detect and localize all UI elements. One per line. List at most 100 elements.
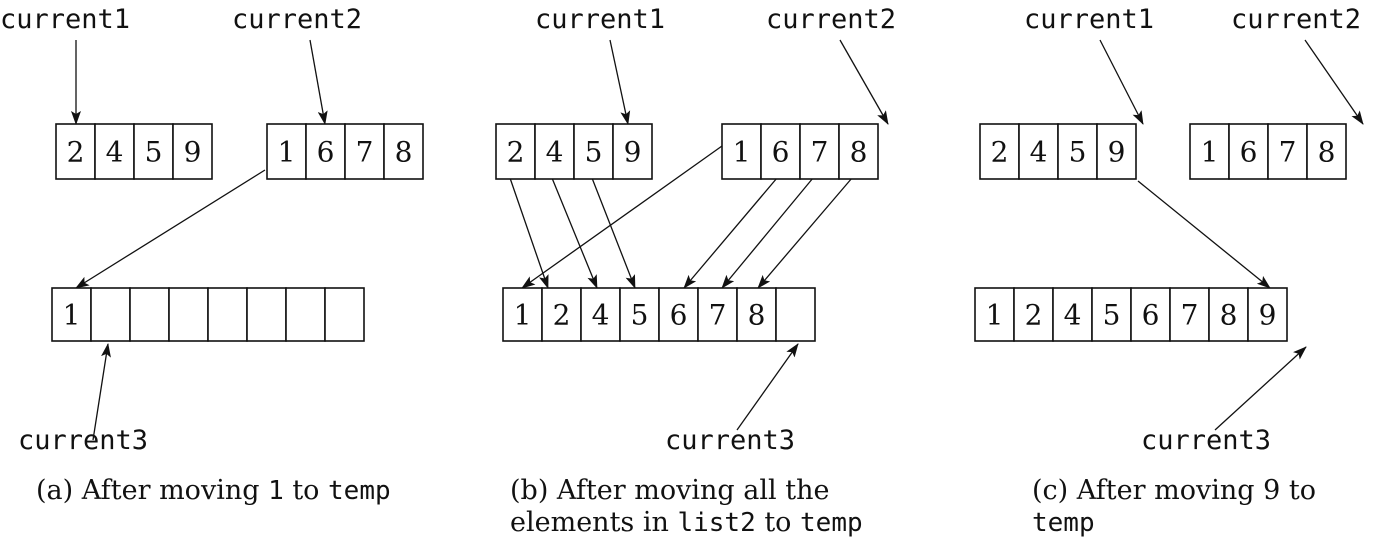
list1-cell-value: 4 xyxy=(546,136,564,169)
list1-cell-value: 9 xyxy=(1108,136,1126,169)
list1-cell-value: 2 xyxy=(991,136,1009,169)
temp-array: 1 xyxy=(51,287,365,342)
pointer-arrow xyxy=(736,343,799,431)
temp-cell xyxy=(736,287,777,342)
temp-cell xyxy=(285,287,326,342)
current3-label: current3 xyxy=(665,425,795,456)
temp-cell xyxy=(1052,287,1093,342)
temp-cell-value: 9 xyxy=(1259,299,1277,332)
temp-cell xyxy=(129,287,170,342)
list1-cell xyxy=(94,123,135,180)
list1-cell xyxy=(55,123,96,180)
caption-segment: temp xyxy=(1032,508,1095,538)
current2-label: current2 xyxy=(1231,4,1361,35)
pointer-arrow xyxy=(75,169,266,289)
list2-cell-value: 6 xyxy=(1240,136,1258,169)
current1-label: current1 xyxy=(535,4,665,35)
pointer-arrow xyxy=(721,177,814,289)
pointer-arrow xyxy=(683,177,778,289)
pointer-arrow xyxy=(521,145,723,289)
temp-cell-value: 2 xyxy=(1025,299,1043,332)
list2-cell-value: 7 xyxy=(356,136,374,169)
list1-cell xyxy=(133,123,174,180)
pointer-arrow xyxy=(509,177,549,289)
list2-cell-value: 8 xyxy=(1318,136,1336,169)
pointer-arrow xyxy=(1137,180,1271,289)
pointer-arrow xyxy=(591,177,636,289)
list2-cell-value: 8 xyxy=(395,136,413,169)
current3-label: current3 xyxy=(1141,425,1271,456)
caption-line: (b) After moving all the xyxy=(510,475,829,506)
list1-cell-value: 2 xyxy=(507,136,525,169)
list1-cell xyxy=(1096,123,1137,180)
temp-cell-value: 5 xyxy=(631,299,649,332)
list2-cell-value: 8 xyxy=(850,136,868,169)
list1-cell-value: 2 xyxy=(67,136,85,169)
caption-line: (a) After moving 1 to temp xyxy=(36,475,391,506)
temp-cell-value: 1 xyxy=(986,299,1004,332)
temp-cell-value: 5 xyxy=(1103,299,1121,332)
caption-line: elements in list2 to temp xyxy=(510,507,863,538)
temp-cell-value: 6 xyxy=(1142,299,1160,332)
caption-segment: 1 xyxy=(268,476,284,506)
caption-segment: (c) After moving 9 to xyxy=(1032,475,1316,506)
caption-segment: to xyxy=(756,507,800,538)
list1-cell xyxy=(495,123,536,180)
temp-cell xyxy=(246,287,287,342)
pointer-arrow xyxy=(92,343,111,441)
pointer-arrow xyxy=(757,177,853,289)
list2-cell xyxy=(383,123,424,180)
caption-segment: (b) After moving all the xyxy=(510,475,829,506)
caption-line: temp xyxy=(1032,508,1095,538)
list1-cell-value: 4 xyxy=(1030,136,1048,169)
list2-cell-value: 1 xyxy=(278,136,296,169)
list2-cell-value: 6 xyxy=(317,136,335,169)
temp-cell-value: 6 xyxy=(670,299,688,332)
caption-segment: elements in xyxy=(510,507,677,538)
temp-cell xyxy=(502,287,543,342)
list1-cell xyxy=(172,123,213,180)
text-layer: current1 current2 current3 (a) After moving… xyxy=(0,4,1361,538)
current1-label: current1 xyxy=(1024,4,1154,35)
list1-cell-value: 4 xyxy=(106,136,124,169)
caption-segment: temp xyxy=(800,508,863,538)
list1-cell xyxy=(979,123,1020,180)
temp-cell xyxy=(658,287,699,342)
temp-cell-value: 4 xyxy=(592,299,610,332)
list2-cell xyxy=(838,123,879,180)
list2-cell-value: 6 xyxy=(772,136,790,169)
list1-cell xyxy=(1057,123,1098,180)
current3-label: current3 xyxy=(18,425,148,456)
list2-cell xyxy=(1228,123,1269,180)
list1-cell xyxy=(573,123,614,180)
list2-cell-value: 7 xyxy=(811,136,829,169)
temp-cell-value: 2 xyxy=(553,299,571,332)
current2-label: current2 xyxy=(232,4,362,35)
pointer-arrow xyxy=(1214,346,1307,431)
temp-cell xyxy=(1247,287,1288,342)
temp-cell xyxy=(541,287,582,342)
temp-cell xyxy=(1169,287,1210,342)
list2-cell xyxy=(1306,123,1347,180)
list2-cell-value: 1 xyxy=(733,136,751,169)
temp-cell-value: 8 xyxy=(1220,299,1238,332)
list2-cell-value: 1 xyxy=(1201,136,1219,169)
caption-line: (c) After moving 9 to xyxy=(1032,475,1316,506)
caption-segment: (a) After moving xyxy=(36,475,268,506)
temp-cell xyxy=(324,287,365,342)
list1-cell-value: 9 xyxy=(624,136,642,169)
list1-cell-value: 5 xyxy=(145,136,163,169)
temp-cell xyxy=(1208,287,1249,342)
temp-cell xyxy=(619,287,660,342)
temp-cell xyxy=(90,287,131,342)
list2-cell-value: 7 xyxy=(1279,136,1297,169)
